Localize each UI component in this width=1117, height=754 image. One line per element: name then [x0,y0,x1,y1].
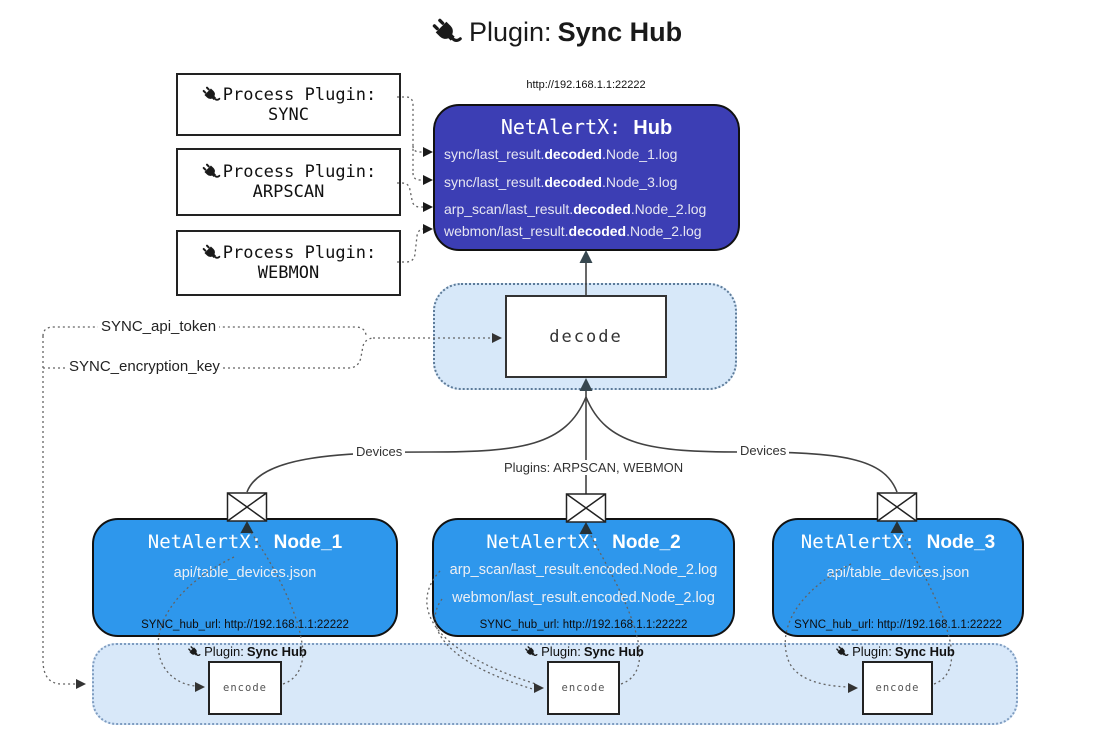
node-2-box: NetAlertX: Node_2 arp_scan/last_result.e… [432,518,735,637]
plug-icon [201,162,221,182]
decode-label: decode [549,326,623,347]
encode-label: encode [561,682,606,694]
node-file: api/table_devices.json [826,565,970,581]
node-3-box: NetAlertX: Node_3 api/table_devices.json… [772,518,1024,637]
process-plugin-label: Process Plugin: [222,243,377,263]
node-title: NetAlertX: Node_3 [800,531,996,553]
encode-label: encode [875,682,920,694]
process-plugin-box-webmon: Process Plugin: WEBMON [176,230,401,296]
process-plugin-label: Process Plugin: [222,162,377,182]
diagram-title: Plugin:Sync Hub [430,16,682,49]
process-plugin-label: Process Plugin: [222,84,377,105]
process-plugin-name: SYNC [268,104,309,125]
node-1-box: NetAlertX: Node_1 api/table_devices.json… [92,518,398,637]
process-plugin-name: ARPSCAN [252,182,325,202]
node-file: webmon/last_result.encoded.Node_2.log [452,590,715,606]
plug-icon [201,85,221,105]
process-plugin-box-sync: Process Plugin: SYNC [176,73,401,136]
plug-icon [430,16,463,49]
hub-file-line: sync/last_result.decoded.Node_3.log [444,174,678,190]
plug-icon [201,243,221,263]
node-hub-url: SYNC_hub_url: http://192.168.1.1:22222 [141,619,349,631]
node-hub-url: SYNC_hub_url: http://192.168.1.1:22222 [479,619,688,631]
node-file: api/table_devices.json [173,565,317,581]
hub-file-line: sync/last_result.decoded.Node_1.log [444,146,678,162]
encode-box-1: encode [208,661,282,715]
node-file: arp_scan/last_result.encoded.Node_2.log [449,562,718,578]
encode-box-3: encode [862,661,933,715]
encode-box-2: encode [547,661,620,715]
hub-file-line: arp_scan/last_result.decoded.Node_2.log [444,201,707,217]
hub-box: NetAlertX: Hub sync/last_result.decoded.… [433,104,740,251]
node-title: NetAlertX: Node_1 [147,531,343,553]
decode-box: decode [505,295,667,378]
node-title: NetAlertX: Node_2 [486,531,681,553]
process-plugin-box-arpscan: Process Plugin: ARPSCAN [176,148,401,216]
process-plugin-name: WEBMON [257,263,320,283]
hub-title: NetAlertX: Hub [500,115,673,139]
node-hub-url: SYNC_hub_url: http://192.168.1.1:22222 [794,619,1002,631]
hub-file-line: webmon/last_result.decoded.Node_2.log [444,223,702,239]
encode-label: encode [223,682,267,694]
